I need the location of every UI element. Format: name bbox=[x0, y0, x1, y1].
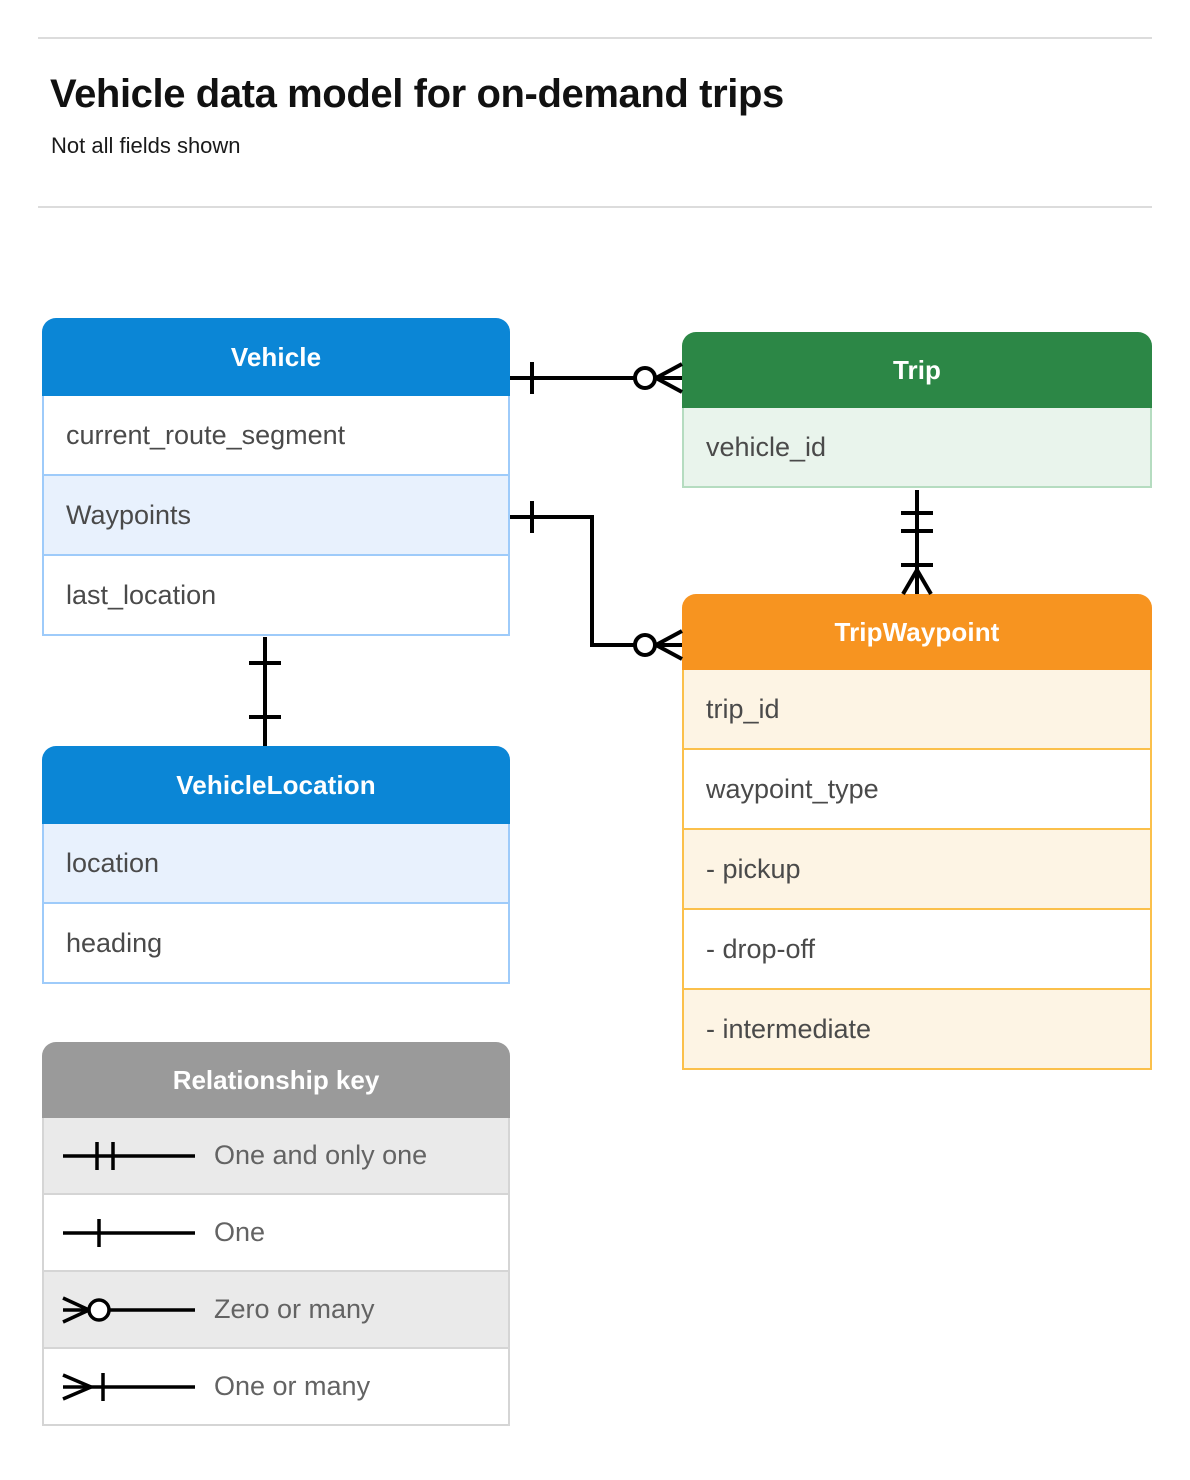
relationship-key-legend: Relationship key One and only one One bbox=[42, 1042, 510, 1426]
entity-tripwaypoint-field-waypoint-type[interactable]: waypoint_type bbox=[682, 750, 1152, 830]
entity-vehicle[interactable]: Vehicle current_route_segment Waypoints … bbox=[42, 318, 510, 636]
entity-vehicle-location-field-heading[interactable]: heading bbox=[42, 904, 510, 984]
entity-trip[interactable]: Trip vehicle_id bbox=[682, 332, 1152, 488]
connector-trip-to-tripwaypoint bbox=[901, 490, 933, 596]
connector-waypoints-to-tripwaypoint bbox=[510, 501, 683, 661]
connector-vehicle-to-trip bbox=[510, 362, 683, 394]
legend-label-one-or-many: One or many bbox=[214, 1371, 371, 1401]
entity-tripwaypoint-field-trip-id[interactable]: trip_id bbox=[682, 670, 1152, 750]
entity-tripwaypoint-value-drop-off[interactable]: - drop-off bbox=[682, 910, 1152, 990]
one-symbol bbox=[44, 1213, 214, 1253]
connector-vehicle-to-vehiclelocation bbox=[249, 637, 281, 746]
legend-row-one-or-many: One or many bbox=[42, 1349, 510, 1426]
legend-label-one: One bbox=[214, 1217, 266, 1247]
bottom-divider bbox=[38, 206, 1152, 208]
entity-vehicle-field-last-location[interactable]: last_location bbox=[42, 556, 510, 636]
page-subtitle: Not all fields shown bbox=[51, 133, 241, 158]
legend-label-zero-or-many: Zero or many bbox=[214, 1294, 375, 1324]
entity-vehicle-location-title: VehicleLocation bbox=[42, 746, 510, 824]
zero-or-many-symbol bbox=[44, 1290, 214, 1330]
entity-tripwaypoint-value-intermediate[interactable]: - intermediate bbox=[682, 990, 1152, 1070]
entity-vehicle-field-waypoints[interactable]: Waypoints bbox=[42, 476, 510, 556]
entity-vehicle-title: Vehicle bbox=[42, 318, 510, 396]
page-title: Vehicle data model for on-demand trips bbox=[50, 72, 784, 116]
entity-trip-title: Trip bbox=[682, 332, 1152, 408]
one-and-only-one-symbol bbox=[44, 1136, 214, 1176]
legend-title: Relationship key bbox=[42, 1042, 510, 1118]
entity-vehicle-field-current-route-segment[interactable]: current_route_segment bbox=[42, 396, 510, 476]
legend-row-one-and-only-one: One and only one bbox=[42, 1118, 510, 1195]
one-or-many-symbol bbox=[44, 1367, 214, 1407]
top-divider bbox=[38, 37, 1152, 39]
entity-vehicle-location-field-location[interactable]: location bbox=[42, 824, 510, 904]
entity-tripwaypoint-value-pickup[interactable]: - pickup bbox=[682, 830, 1152, 910]
entity-trip-field-vehicle-id[interactable]: vehicle_id bbox=[682, 408, 1152, 488]
legend-label-one-and-only-one: One and only one bbox=[214, 1140, 428, 1170]
legend-row-one: One bbox=[42, 1195, 510, 1272]
entity-tripwaypoint[interactable]: TripWaypoint trip_id waypoint_type - pic… bbox=[682, 594, 1152, 1070]
entity-vehicle-location[interactable]: VehicleLocation location heading bbox=[42, 746, 510, 984]
legend-row-zero-or-many: Zero or many bbox=[42, 1272, 510, 1349]
entity-tripwaypoint-title: TripWaypoint bbox=[682, 594, 1152, 670]
